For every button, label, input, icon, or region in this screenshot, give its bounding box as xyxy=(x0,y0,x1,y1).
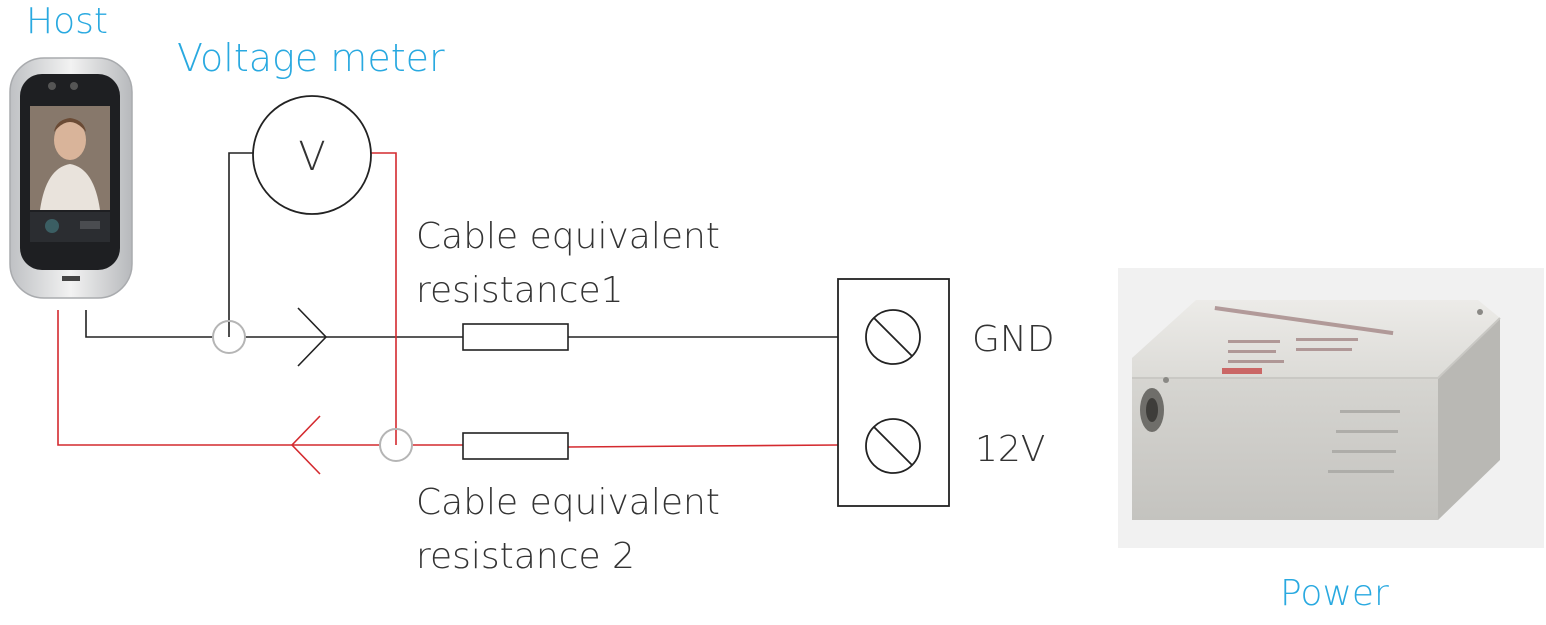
positive-direction-arrow xyxy=(290,415,321,475)
host-label: Host xyxy=(26,1,108,42)
cable-resistance-1-label: Cable equivalent resistance1 xyxy=(416,210,720,318)
resistor-1 xyxy=(462,323,569,351)
cable-resistance-1-line1: Cable equivalent xyxy=(416,216,720,257)
cable-resistance-2-line2: resistance 2 xyxy=(416,536,635,577)
power-label: Power xyxy=(1280,573,1389,614)
host-device-image xyxy=(9,57,133,299)
resistor-2 xyxy=(462,432,569,460)
voltage-meter-label: Voltage meter xyxy=(177,36,445,80)
gnd-direction-arrow xyxy=(297,307,328,367)
gnd-wire xyxy=(85,152,838,367)
12v-label: 12V xyxy=(975,429,1046,470)
cable-resistance-2-label: Cable equivalent resistance 2 xyxy=(416,476,720,584)
cable-resistance-1-line2: resistance1 xyxy=(416,270,624,311)
meter-symbol-text: V xyxy=(298,134,325,180)
power-supply-image xyxy=(1118,268,1544,548)
positive-wire xyxy=(57,152,839,475)
terminal-block xyxy=(837,278,950,507)
gnd-terminal-screw xyxy=(865,309,921,365)
positive-terminal-screw xyxy=(865,418,921,474)
voltage-meter-symbol xyxy=(252,95,372,215)
gnd-label: GND xyxy=(972,319,1055,360)
cable-resistance-2-line1: Cable equivalent xyxy=(416,482,720,523)
